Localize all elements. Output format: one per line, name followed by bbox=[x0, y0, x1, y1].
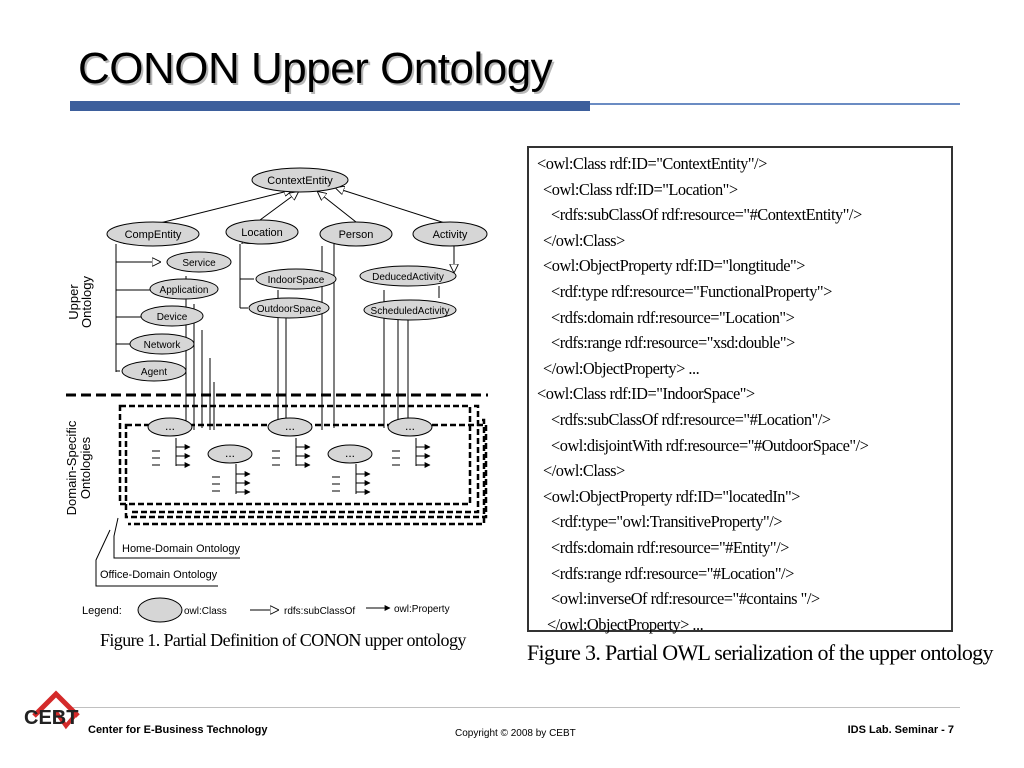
domain-arrow-clusters bbox=[152, 438, 431, 495]
node-network: Network bbox=[129, 333, 195, 355]
owl-line: <rdfs:range rdf:resource="#Location"/> bbox=[551, 563, 794, 583]
domain-node-1: ... bbox=[147, 417, 193, 437]
node-outdoor-space: OutdoorSpace bbox=[248, 297, 330, 319]
node-service: Service bbox=[166, 251, 232, 273]
legend-property: owl:Property bbox=[394, 604, 450, 615]
svg-text:...: ... bbox=[345, 446, 355, 460]
node-activity: Activity bbox=[412, 221, 488, 247]
domain-node-4: ... bbox=[207, 444, 253, 464]
owl-line: <owl:Class rdf:ID="ContextEntity"/> bbox=[537, 154, 767, 173]
title-underline bbox=[70, 101, 590, 111]
svg-text:Person: Person bbox=[339, 229, 374, 241]
node-person: Person bbox=[319, 221, 393, 247]
figure-3-caption: Figure 3. Partial OWL serialization of t… bbox=[527, 640, 993, 665]
domain-callouts bbox=[95, 517, 240, 587]
owl-line: <owl:disjointWith rdf:resource="#Outdoor… bbox=[551, 435, 869, 455]
svg-text:...: ... bbox=[405, 419, 415, 433]
figure-1-caption: Figure 1. Partial Definition of CONON up… bbox=[100, 630, 466, 650]
node-indoor-space: IndoorSpace bbox=[255, 268, 337, 290]
owl-line: <rdfs:range rdf:resource="xsd:double"> bbox=[551, 333, 795, 353]
owl-line: <owl:ObjectProperty rdf:ID="locatedIn"> bbox=[543, 486, 800, 506]
node-comp-entity: CompEntity bbox=[106, 221, 200, 247]
owl-line: <owl:inverseOf rdf:resource="#contains "… bbox=[551, 589, 820, 609]
legend-title: Legend: bbox=[82, 605, 122, 617]
upper-ontology-label-1: Upper bbox=[66, 284, 81, 320]
domain-ellipsis-nodes: ... ... ... ... ... bbox=[147, 417, 433, 464]
title-underline-thin bbox=[590, 103, 960, 105]
owl-line: </owl:ObjectProperty> ... bbox=[543, 358, 700, 378]
owl-line: <rdfs:subClassOf rdf:resource="#Location… bbox=[551, 409, 831, 429]
node-agent: Agent bbox=[121, 360, 187, 382]
node-application: Application bbox=[149, 278, 219, 300]
svg-text:Device: Device bbox=[157, 312, 188, 323]
figure-1-diagram: ContextEntity CompEntity Location Person… bbox=[64, 140, 504, 660]
footer-slide-number: IDS Lab. Seminar - 7 bbox=[847, 724, 954, 736]
svg-text:Application: Application bbox=[160, 285, 209, 296]
owl-serialization-box: <owl:Class rdf:ID="ContextEntity"/> <owl… bbox=[527, 146, 953, 634]
node-scheduled-activity: ScheduledActivity bbox=[363, 299, 457, 321]
svg-text:ContextEntity: ContextEntity bbox=[267, 175, 333, 187]
owl-line: <rdfs:domain rdf:resource="#Entity"/> bbox=[551, 537, 789, 557]
domain-node-3: ... bbox=[387, 417, 433, 437]
ontology-diagram-svg: ContextEntity CompEntity Location Person… bbox=[64, 167, 488, 650]
home-domain-label: Home-Domain Ontology bbox=[122, 543, 240, 555]
svg-text:Agent: Agent bbox=[141, 367, 167, 378]
svg-text:Network: Network bbox=[144, 340, 182, 351]
subclass-edges-top bbox=[155, 188, 449, 225]
legend-subclass: rdfs:subClassOf bbox=[284, 606, 355, 617]
domain-ontologies-label-1: Domain-Specific bbox=[64, 420, 79, 515]
owl-line: </owl:Class> bbox=[543, 230, 625, 250]
svg-text:CEBT: CEBT bbox=[24, 707, 78, 729]
owl-line: <rdf:type="owl:TransitiveProperty"/> bbox=[551, 512, 783, 532]
slide-title: CONON Upper Ontology bbox=[78, 44, 553, 93]
svg-text:ScheduledActivity: ScheduledActivity bbox=[371, 306, 450, 317]
owl-line: <rdf:type rdf:resource="FunctionalProper… bbox=[551, 281, 832, 301]
owl-line: <owl:Class rdf:ID="Location"> bbox=[543, 179, 738, 199]
upper-ontology-label-2: Ontology bbox=[79, 275, 94, 328]
owl-line: </owl:ObjectProperty> ... bbox=[547, 614, 704, 634]
node-context-entity: ContextEntity bbox=[251, 167, 349, 193]
domain-node-5: ... bbox=[327, 444, 373, 464]
svg-text:Activity: Activity bbox=[433, 229, 468, 241]
svg-text:Service: Service bbox=[182, 258, 216, 269]
node-device: Device bbox=[140, 305, 204, 327]
domain-node-2: ... bbox=[267, 417, 313, 437]
owl-line: <owl:ObjectProperty rdf:ID="longtitude"> bbox=[543, 256, 805, 276]
footer-copyright: Copyright © 2008 by CEBT bbox=[455, 728, 576, 739]
owl-line: </owl:Class> bbox=[543, 461, 625, 481]
legend-class: owl:Class bbox=[184, 606, 227, 617]
svg-text:DeducedActivity: DeducedActivity bbox=[372, 272, 444, 283]
svg-text:CompEntity: CompEntity bbox=[125, 229, 182, 241]
office-domain-label: Office-Domain Ontology bbox=[100, 569, 218, 581]
legend-class-ellipse bbox=[137, 597, 183, 623]
owl-line: <rdfs:subClassOf rdf:resource="#ContextE… bbox=[551, 205, 862, 225]
svg-text:...: ... bbox=[165, 419, 175, 433]
owl-line: <rdfs:domain rdf:resource="Location"> bbox=[551, 307, 795, 327]
cebt-logo: CEBT bbox=[20, 686, 84, 736]
svg-text:IndoorSpace: IndoorSpace bbox=[268, 275, 325, 286]
svg-text:...: ... bbox=[225, 446, 235, 460]
svg-text:Location: Location bbox=[241, 227, 283, 239]
domain-ontologies-label-2: Ontologies bbox=[78, 436, 93, 499]
footer-divider bbox=[70, 707, 960, 708]
footer-organization: Center for E-Business Technology bbox=[88, 724, 268, 736]
node-deduced-activity: DeducedActivity bbox=[359, 265, 457, 287]
node-location: Location bbox=[225, 219, 299, 245]
owl-line: <owl:Class rdf:ID="IndoorSpace"> bbox=[537, 384, 755, 404]
svg-text:...: ... bbox=[285, 419, 295, 433]
svg-text:OutdoorSpace: OutdoorSpace bbox=[257, 304, 322, 315]
